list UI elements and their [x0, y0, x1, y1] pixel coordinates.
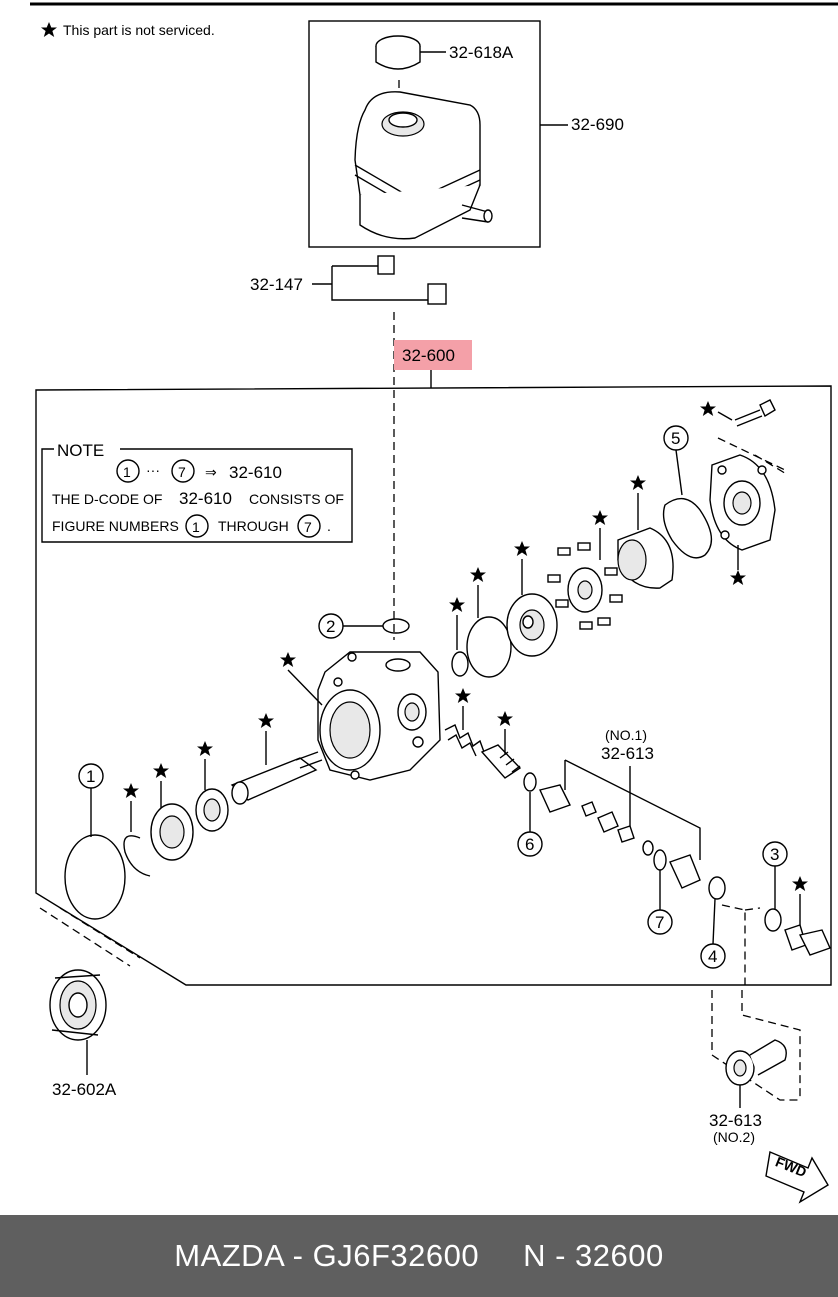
note-text: .: [327, 518, 331, 534]
star-icon: [258, 713, 274, 728]
cap-part: [375, 35, 446, 70]
note-code: 32-610: [179, 489, 232, 508]
note-code: 32-610: [229, 463, 282, 482]
parts-diagram: This part is not serviced. 32-618A 32-69…: [30, 2, 838, 1204]
clip-part: [427, 283, 447, 305]
footer-bar: MAZDA - GJ6F32600 N - 32600: [0, 1215, 838, 1297]
pump-housing: [317, 651, 441, 781]
callout-2: [318, 613, 344, 639]
callout-number: 7: [655, 913, 664, 932]
callout-number: 4: [708, 947, 717, 966]
o-ring-part: [653, 849, 667, 871]
rotor-part: [547, 542, 623, 630]
note-arrow: ⇒: [205, 464, 217, 480]
o-ring-part: [466, 616, 512, 678]
fwd-arrow-icon: FWD: [765, 1151, 829, 1204]
star-icon: [592, 510, 608, 525]
callout-7: [647, 909, 673, 935]
assembly-frame: [35, 385, 832, 986]
o-ring-part: [382, 618, 410, 634]
valve-no2-label: 32-613: [709, 1111, 762, 1130]
footer-part-number: MAZDA - GJ6F32600: [174, 1238, 480, 1273]
valve-no1-label: 32-613: [601, 744, 654, 763]
note-box: NOTE 1 ··· 7 ⇒ 32-610 THE D-CODE OF 32-6…: [41, 441, 353, 543]
valve-no2-part: [725, 1039, 787, 1086]
note-title: NOTE: [57, 441, 104, 460]
star-icon: [630, 475, 646, 490]
flow-valve-part: [480, 744, 522, 779]
callout-1: [78, 763, 104, 789]
note-num: 7: [304, 519, 312, 535]
footer-ref: N - 32600: [523, 1238, 664, 1273]
clip-label: 32-147: [250, 275, 303, 294]
legend-text: This part is not serviced.: [63, 22, 215, 38]
star-icon: [449, 597, 465, 612]
drive-shaft: [230, 751, 323, 805]
note-dots: ···: [146, 462, 160, 478]
o-ring-part: [708, 876, 726, 900]
o-ring-part: [764, 908, 782, 932]
gasket-part: [662, 497, 713, 559]
note-text: FIGURE NUMBERS: [52, 518, 179, 534]
star-icon: [470, 567, 486, 582]
plug-part: [784, 924, 831, 956]
star-icon: [280, 652, 296, 667]
reservoir-group: 32-618A 32-690: [308, 20, 624, 248]
callout-5: [663, 425, 689, 451]
star-icon: [455, 688, 471, 703]
note-text: THE D-CODE OF: [52, 491, 162, 507]
callout-number: 3: [770, 845, 779, 864]
reservoir-tank: [354, 91, 493, 240]
clip-part: [377, 255, 395, 275]
cam-ring-part: [617, 527, 674, 589]
star-icon: [153, 763, 169, 778]
pulley-part: [49, 969, 107, 1041]
note-text: THROUGH: [218, 518, 289, 534]
note-text: CONSISTS OF: [249, 491, 344, 507]
bolt-part: [734, 399, 776, 427]
legend: This part is not serviced.: [41, 22, 215, 38]
callout-number: 6: [525, 835, 534, 854]
star-icon: [700, 401, 716, 416]
snap-ring-part: [123, 835, 151, 877]
star-icon: [514, 541, 530, 556]
note-num: 7: [178, 464, 186, 480]
reservoir-label: 32-690: [571, 115, 624, 134]
o-ring-part: [451, 651, 469, 677]
callout-3: [762, 841, 788, 867]
clip-group: 32-147: [250, 255, 447, 305]
reservoir-frame: [308, 20, 541, 248]
seal-ring-part: [64, 834, 126, 920]
valve-no1-group: [539, 759, 701, 889]
o-ring-part: [523, 772, 537, 792]
assembly-highlight: [394, 340, 472, 370]
star-icon: [123, 783, 139, 798]
valve-no1-tag: (NO.1): [605, 727, 647, 743]
assembly-label: 32-600: [402, 346, 455, 365]
callout-number: 2: [326, 617, 335, 636]
pulley-label: 32-602A: [52, 1080, 117, 1099]
rear-cover-part: [709, 437, 789, 551]
valve-no2-tag: (NO.2): [713, 1129, 755, 1145]
callout-number: 5: [671, 429, 680, 448]
cap-label: 32-618A: [449, 43, 514, 62]
callout-number: 1: [86, 767, 95, 786]
star-icon: [41, 22, 57, 37]
note-num: 1: [192, 519, 200, 535]
star-icon: [197, 741, 213, 756]
callout-6: [517, 831, 543, 857]
callout-4: [700, 943, 726, 969]
star-icon: [730, 570, 746, 585]
star-icon: [497, 711, 513, 726]
star-icon: [792, 876, 808, 891]
note-num: 1: [123, 464, 131, 480]
spring-part: [444, 724, 485, 757]
